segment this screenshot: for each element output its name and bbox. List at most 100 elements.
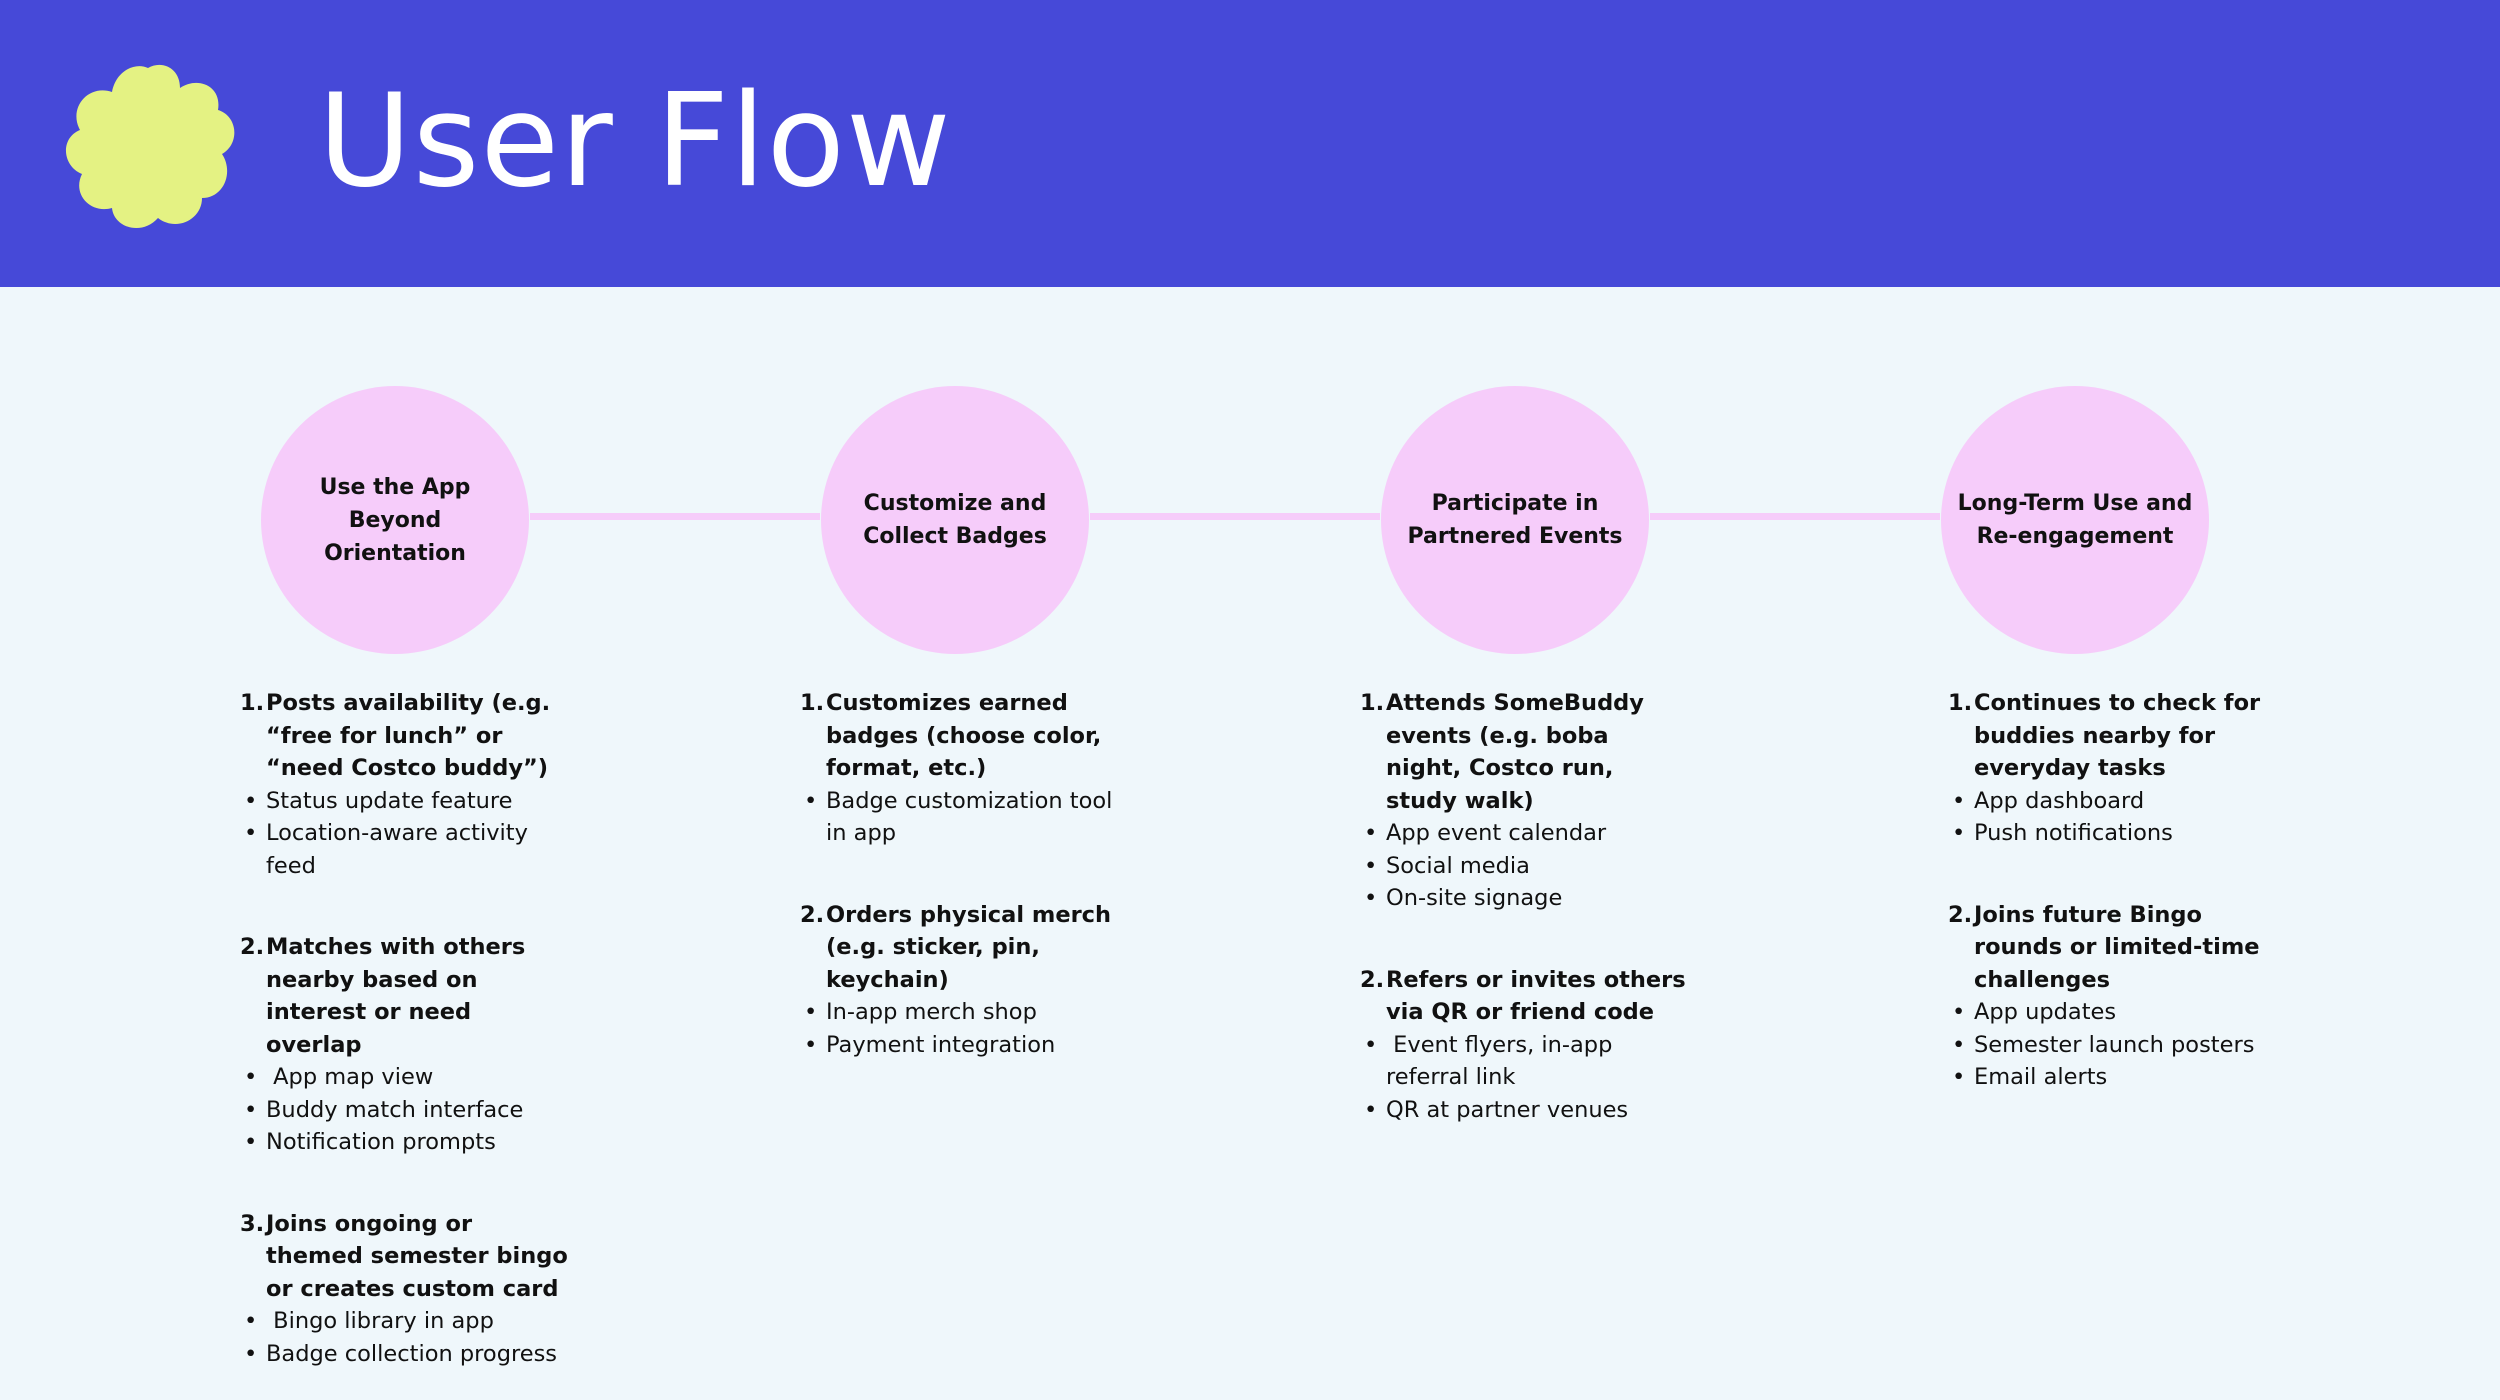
action-number: 2. (1948, 901, 1973, 928)
channel-text: In-app merch shop (826, 999, 1037, 1025)
bullet-dot: • (244, 1064, 258, 1090)
bullet-dot: • (244, 1308, 258, 1334)
channel-text: Social media (1386, 852, 1530, 879)
channel-text: Event flyers, in-app referral link (1386, 1031, 1620, 1091)
action-heading: 2.Refers or invites others via QR or fri… (1360, 964, 1690, 1029)
action-text: Orders physical merch (e.g. sticker, pin… (826, 901, 1112, 993)
step-details-4: 1.Continues to check for buddies nearby … (1948, 687, 2278, 1143)
channel-text: App event calendar (1386, 820, 1607, 846)
bullet-dot: • (804, 1031, 818, 1058)
action-group: 2.Orders physical merch (e.g. sticker, p… (800, 899, 1130, 1062)
channel-text: App updates (1974, 999, 2117, 1025)
action-number: 2. (1360, 966, 1385, 993)
channel-text: App dashboard (1974, 787, 2145, 814)
action-group: 1.Attends SomeBuddy events (e.g. boba ni… (1360, 687, 1690, 915)
action-number: 2. (800, 901, 825, 928)
channel-text: Payment integration (826, 1031, 1056, 1058)
bullet-dot: • (244, 787, 258, 814)
channel-text: App map view (266, 1064, 434, 1090)
step-node-4: Long-Term Use and Re-engagement (1941, 386, 2209, 654)
bullet-dot: • (1364, 885, 1378, 911)
action-number: 1. (1360, 690, 1385, 716)
bullet-dot: • (804, 787, 818, 814)
bullet-dot: • (1952, 999, 1966, 1025)
flow-connector (1650, 513, 1940, 520)
list-item: • App updates (1948, 996, 2278, 1029)
bullet-dot: • (244, 820, 258, 846)
step-title: Participate in Partnered Events (1407, 491, 1623, 549)
list-item: • Payment integration (800, 1029, 1130, 1062)
action-group: 3.Joins ongoing or themed semester bingo… (240, 1208, 570, 1371)
step-details-2: 1.Customizes earned badges (choose color… (800, 687, 1130, 1110)
step-title: Long-Term Use and Re-engagement (1957, 491, 2193, 549)
step-node-3: Participate in Partnered Events (1381, 386, 1649, 654)
action-heading: 2.Matches with others nearby based on in… (240, 931, 570, 1061)
bullet-dot: • (1952, 1031, 1966, 1058)
action-group: 2.Joins future Bingo rounds or limited-t… (1948, 899, 2278, 1094)
bullet-dot: • (1952, 787, 1966, 814)
flow-connector (1090, 513, 1380, 520)
bullet-dot: • (244, 1340, 258, 1367)
channel-text: Badge customization tool in app (826, 787, 1120, 847)
list-item: • Social media (1360, 850, 1690, 883)
action-text: Joins ongoing or themed semester bingo o… (266, 1210, 568, 1302)
action-heading: 1.Continues to check for buddies nearby … (1948, 687, 2278, 785)
bullet-dot: • (1364, 820, 1378, 846)
channel-text: Email alerts (1974, 1064, 2108, 1090)
bullet-dot: • (1364, 1031, 1378, 1058)
list-item: •Notification prompts (240, 1126, 570, 1159)
channel-text: Location-aware activity feed (266, 820, 536, 879)
step-title: Use the App Beyond Orientation (319, 474, 471, 566)
action-text: Continues to check for buddies nearby fo… (1974, 690, 2261, 781)
list-item: • QR at partner venues (1360, 1094, 1690, 1127)
flow-connector (530, 513, 820, 520)
list-item: • Badge customization tool in app (800, 785, 1130, 850)
bullet-dot: • (804, 999, 818, 1025)
channel-text: Bingo library in app (266, 1308, 494, 1334)
action-heading: 2.Orders physical merch (e.g. sticker, p… (800, 899, 1130, 997)
action-heading: 1.Attends SomeBuddy events (e.g. boba ni… (1360, 687, 1690, 817)
list-item: • Event flyers, in-app referral link (1360, 1029, 1690, 1094)
list-item: • Buddy match interface (240, 1094, 570, 1127)
action-text: Posts availability (e.g. “free for lunch… (266, 690, 551, 781)
list-item: • App event calendar (1360, 817, 1690, 850)
bullet-dot: • (1952, 820, 1966, 846)
list-item: • App map view (240, 1061, 570, 1094)
action-number: 1. (1948, 690, 1973, 716)
action-text: Matches with others nearby based on inte… (266, 934, 526, 1058)
step-details-1: 1.Posts availability (e.g. “free for lun… (240, 687, 570, 1400)
action-heading: 2.Joins future Bingo rounds or limited-t… (1948, 899, 2278, 997)
channel-text: Notification prompts (266, 1129, 496, 1155)
action-group: 2.Refers or invites others via QR or fri… (1360, 964, 1690, 1127)
action-number: 1. (240, 690, 265, 716)
step-title: Customize and Collect Badges (863, 491, 1047, 549)
step-node-1: Use the App Beyond Orientation (261, 386, 529, 654)
channel-text: Buddy match interface (266, 1096, 524, 1123)
channel-text: Semester launch posters (1974, 1031, 2255, 1058)
action-text: Customizes earned badges (choose color, … (826, 690, 1102, 781)
action-text: Joins future Bingo rounds or limited-tim… (1974, 901, 2260, 993)
channel-text: Badge collection progress (266, 1340, 558, 1367)
list-item: • In-app merch shop (800, 996, 1130, 1029)
step-node-2: Customize and Collect Badges (821, 386, 1089, 654)
list-item: • Location-aware activity feed (240, 817, 570, 882)
list-item: • Badge collection progress (240, 1338, 570, 1371)
list-item: •Push notifications (1948, 817, 2278, 850)
action-heading: 3.Joins ongoing or themed semester bingo… (240, 1208, 570, 1306)
channel-text: On-site signage (1386, 885, 1563, 911)
bullet-dot: • (1364, 1096, 1378, 1123)
list-item: • On-site signage (1360, 882, 1690, 915)
list-item: • App dashboard (1948, 785, 2278, 818)
step-details-3: 1.Attends SomeBuddy events (e.g. boba ni… (1360, 687, 1690, 1175)
action-group: 1.Customizes earned badges (choose color… (800, 687, 1130, 850)
bullet-dot: • (244, 1096, 258, 1123)
channel-text: QR at partner venues (1386, 1096, 1629, 1123)
bullet-dot: • (1364, 852, 1378, 879)
action-number: 3. (240, 1210, 265, 1237)
list-item: •Status update feature (240, 785, 570, 818)
list-item: • Bingo library in app (240, 1305, 570, 1338)
flower-blob-icon (65, 64, 235, 229)
action-group: 1.Posts availability (e.g. “free for lun… (240, 687, 570, 882)
page-title: User Flow (318, 67, 952, 216)
bullet-dot: • (1952, 1064, 1966, 1090)
